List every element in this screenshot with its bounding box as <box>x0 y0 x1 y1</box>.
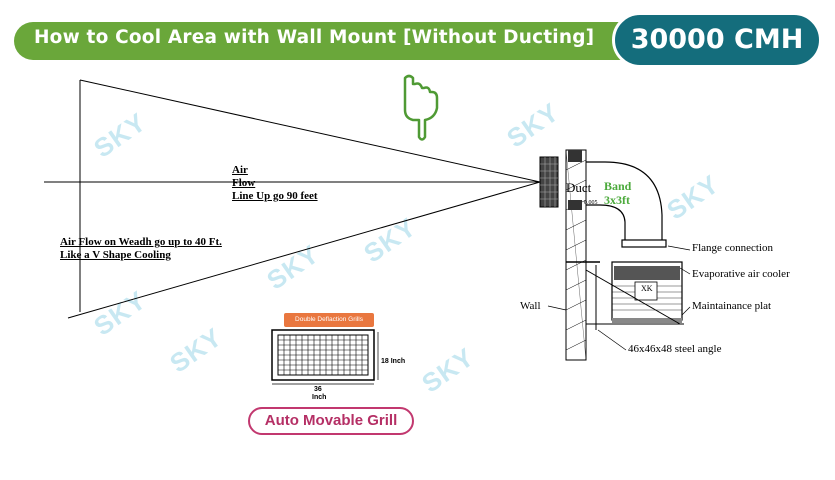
airflow-width-label: Air Flow on Weadh go up to 40 Ft. <box>60 236 222 248</box>
auto-movable-grill-button[interactable]: Auto Movable Grill <box>248 407 414 435</box>
title-banner <box>14 22 654 60</box>
grill-width-value: 36 <box>314 386 322 393</box>
flange-label: Flange connection <box>692 242 773 254</box>
airflow-label-line2: Flow <box>232 177 256 189</box>
cooler-label: Evaporative air cooler <box>692 268 790 280</box>
v-shape-label: Like a V Shape Cooling <box>60 249 171 261</box>
grill-type-tag: Double Deflaction Grills <box>284 313 374 327</box>
pointing-hand-icon <box>403 74 439 141</box>
grill-height-label: 18 Inch <box>381 358 406 365</box>
capacity-badge <box>612 12 822 68</box>
capacity-label: 30000 CMH <box>630 24 804 55</box>
grill-drawing <box>271 329 379 385</box>
cone-lower-line <box>67 181 541 319</box>
platform-label: Maintainance plat <box>692 300 772 312</box>
cooler-mark: XK <box>641 284 653 293</box>
cone-upper-line <box>79 79 541 183</box>
band-label: Band <box>604 179 632 193</box>
maintenance-platform <box>566 261 684 330</box>
leader-lines <box>547 245 691 351</box>
evaporative-cooler <box>611 261 683 323</box>
grill-width-unit: Inch <box>312 394 327 401</box>
page-title: How to Cool Area with Wall Mount [Withou… <box>34 27 595 48</box>
duct-label: Duct <box>566 180 592 195</box>
airflow-distance-label: Line Up go 90 feet <box>232 190 318 202</box>
gap-label: 0.005 <box>584 200 598 206</box>
outlet-grille <box>539 156 559 208</box>
duct-bend <box>586 161 667 248</box>
wall-label: Wall <box>520 300 541 312</box>
airflow-label-line1: Air <box>232 164 248 176</box>
band-size-label: 3x3ft <box>604 193 630 207</box>
steel-angle-label: 46x46x48 steel angle <box>628 343 722 355</box>
